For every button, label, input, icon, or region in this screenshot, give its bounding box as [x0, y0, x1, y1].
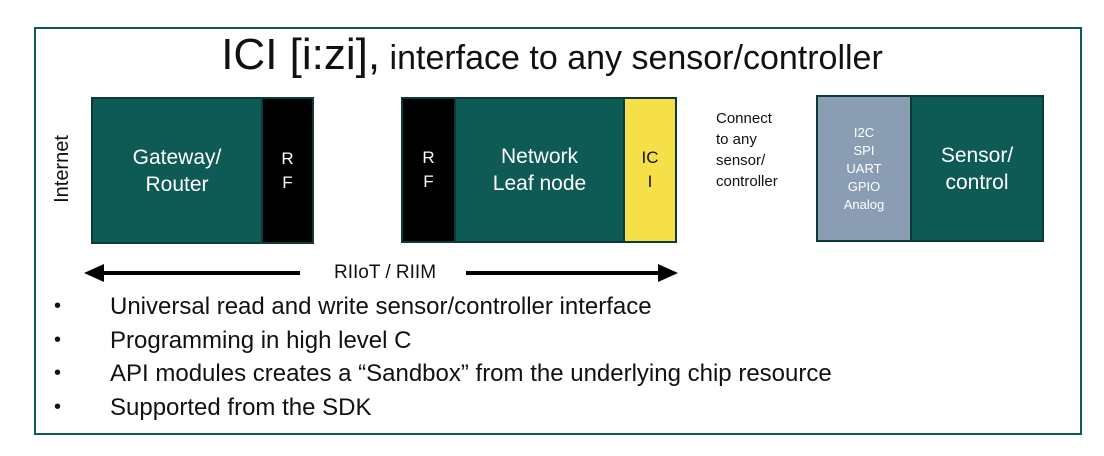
sensor-label-line-2: control [945, 170, 1009, 194]
ici-line-2: I [647, 172, 653, 191]
bullet-dot-icon: • [54, 295, 62, 317]
ici-box: IC I [623, 97, 677, 243]
bullet-text: Programming in high level C [110, 326, 412, 354]
ici-line-1: IC [641, 148, 659, 167]
gateway-rf-line-1: R [281, 148, 294, 168]
connect-note: Connect to any sensor/ controller [716, 108, 816, 192]
network-label-line-1: Network [500, 145, 579, 168]
slide-frame [34, 27, 1082, 435]
bullet-item: • Programming in high level C [52, 324, 832, 358]
network-label-line-2: Leaf node [492, 172, 587, 195]
title-sub: interface to any sensor/controller [380, 39, 883, 77]
gateway-label-line-2: Router [145, 172, 209, 196]
interface-analog: Analog [843, 196, 885, 212]
bullet-item: • API modules creates a “Sandbox” from th… [52, 357, 832, 391]
leaf-rf-line-2: F [423, 172, 434, 191]
slide-title: ICI [i:zi], interface to any sensor/cont… [0, 30, 1104, 80]
interface-i2c: I2C [853, 124, 875, 140]
gateway-rf-line-2: F [282, 172, 293, 192]
bullet-dot-icon: • [54, 362, 62, 384]
riiot-riim-label: RIIoT / RIIM [333, 262, 437, 283]
connect-note-line-2: to any [716, 131, 757, 148]
bullet-item: • Universal read and write sensor/control… [52, 290, 832, 324]
sensor-control-box: Sensor/ control [910, 95, 1044, 242]
bullet-item: • Supported from the SDK [52, 391, 832, 425]
bullet-text: Supported from the SDK [110, 393, 372, 421]
title-main: ICI [i:zi], [221, 30, 381, 79]
sensor-label-line-1: Sensor/ [940, 143, 1014, 167]
bullet-text: Universal read and write sensor/controll… [110, 293, 652, 320]
interface-uart: UART [846, 160, 882, 176]
gateway-label-line-1: Gateway/ [132, 145, 222, 169]
connect-note-line-1: Connect [716, 110, 772, 127]
bullet-list: • Universal read and write sensor/control… [52, 290, 832, 424]
connect-note-line-4: controller [716, 173, 778, 190]
bullet-dot-icon: • [54, 328, 62, 351]
left-arrow-head [84, 264, 104, 282]
gateway-rf-box: R F [261, 97, 314, 244]
interfaces-box: I2C SPI UART GPIO Analog [816, 95, 912, 242]
interface-spi: SPI [853, 142, 875, 158]
bullet-text: API modules creates a “Sandbox” from the… [110, 360, 832, 387]
gateway-router-box: Gateway/ Router [91, 97, 263, 244]
right-arrow-head [658, 264, 678, 282]
connect-note-line-3: sensor/ [716, 152, 766, 169]
leaf-rf-line-1: R [422, 148, 435, 167]
network-leaf-node-box: Network Leaf node [454, 97, 625, 243]
bullet-dot-icon: • [54, 395, 62, 418]
interface-gpio: GPIO [847, 178, 881, 194]
